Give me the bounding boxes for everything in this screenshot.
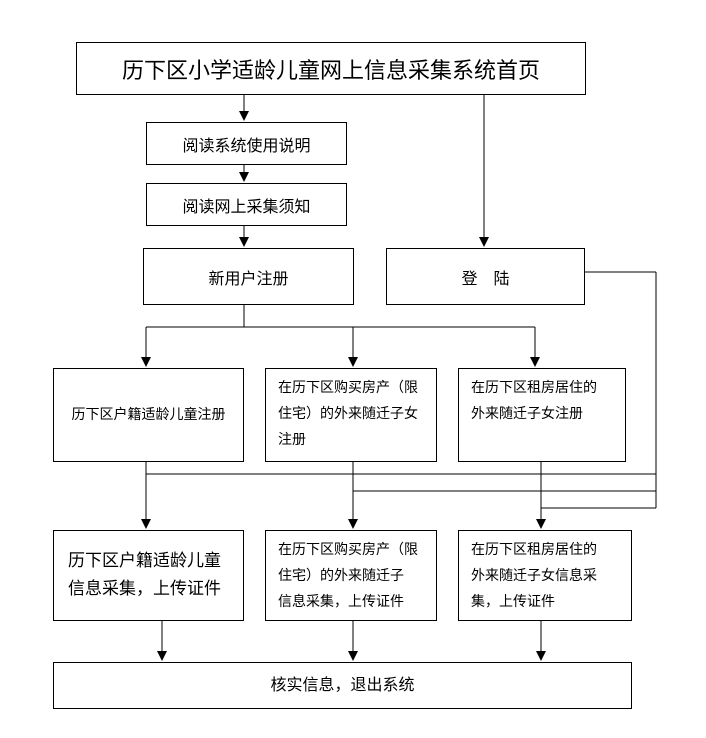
- register-purchase-line-2: 住宅）的外来随迁子女: [278, 406, 418, 422]
- read-notice-label: 阅读网上采集须知: [182, 196, 311, 216]
- collect-rental-line-2: 外来随迁子女信息采: [471, 568, 597, 584]
- register-rental-box: 在历下区租房居住的 外来随迁子女注册: [458, 368, 626, 462]
- collect-purchase-line-3: 信息采集，上传证件: [278, 594, 404, 610]
- collect-rental-box: 在历下区租房居住的 外来随迁子女信息采 集，上传证件: [458, 530, 632, 621]
- register-purchase-line-1: 在历下区购买房产（限: [278, 380, 418, 396]
- register-rental-line-2: 外来随迁子女注册: [471, 406, 583, 422]
- register-rental-line-1: 在历下区租房居住的: [471, 380, 597, 396]
- login-box: 登 陆: [386, 248, 585, 305]
- home-title: 历下区小学适龄儿童网上信息采集系统首页: [121, 58, 540, 84]
- register-local-box: 历下区户籍适龄儿童注册: [53, 368, 244, 462]
- final-box: 核实信息，退出系统: [53, 662, 632, 709]
- read-manual-box: 阅读系统使用说明: [146, 122, 347, 165]
- register-box: 新用户注册: [143, 248, 354, 305]
- read-manual-label: 阅读系统使用说明: [182, 135, 311, 155]
- collect-local-box: 历下区户籍适龄儿童 信息采集，上传证件: [53, 530, 244, 621]
- collect-purchase-box: 在历下区购买房产（限 住宅）的外来随迁子 信息采集，上传证件: [265, 530, 437, 621]
- register-label: 新用户注册: [208, 268, 289, 288]
- login-label: 登 陆: [461, 268, 510, 288]
- final-label: 核实信息，退出系统: [270, 675, 415, 694]
- register-purchase-line-3: 注册: [278, 432, 306, 448]
- collect-rental-line-3: 集，上传证件: [471, 594, 555, 610]
- collect-local-line-1: 历下区户籍适龄儿童: [68, 551, 221, 571]
- read-notice-box: 阅读网上采集须知: [146, 183, 347, 226]
- register-purchase-box: 在历下区购买房产（限 住宅）的外来随迁子女 注册: [265, 368, 437, 462]
- register-local-label: 历下区户籍适龄儿童注册: [71, 407, 226, 423]
- home-title-box: 历下区小学适龄儿童网上信息采集系统首页: [76, 42, 586, 95]
- collect-rental-line-1: 在历下区租房居住的: [471, 542, 597, 558]
- collect-purchase-line-2: 住宅）的外来随迁子: [278, 568, 404, 584]
- collect-purchase-line-1: 在历下区购买房产（限: [278, 542, 418, 558]
- collect-local-line-2: 信息采集，上传证件: [68, 579, 221, 599]
